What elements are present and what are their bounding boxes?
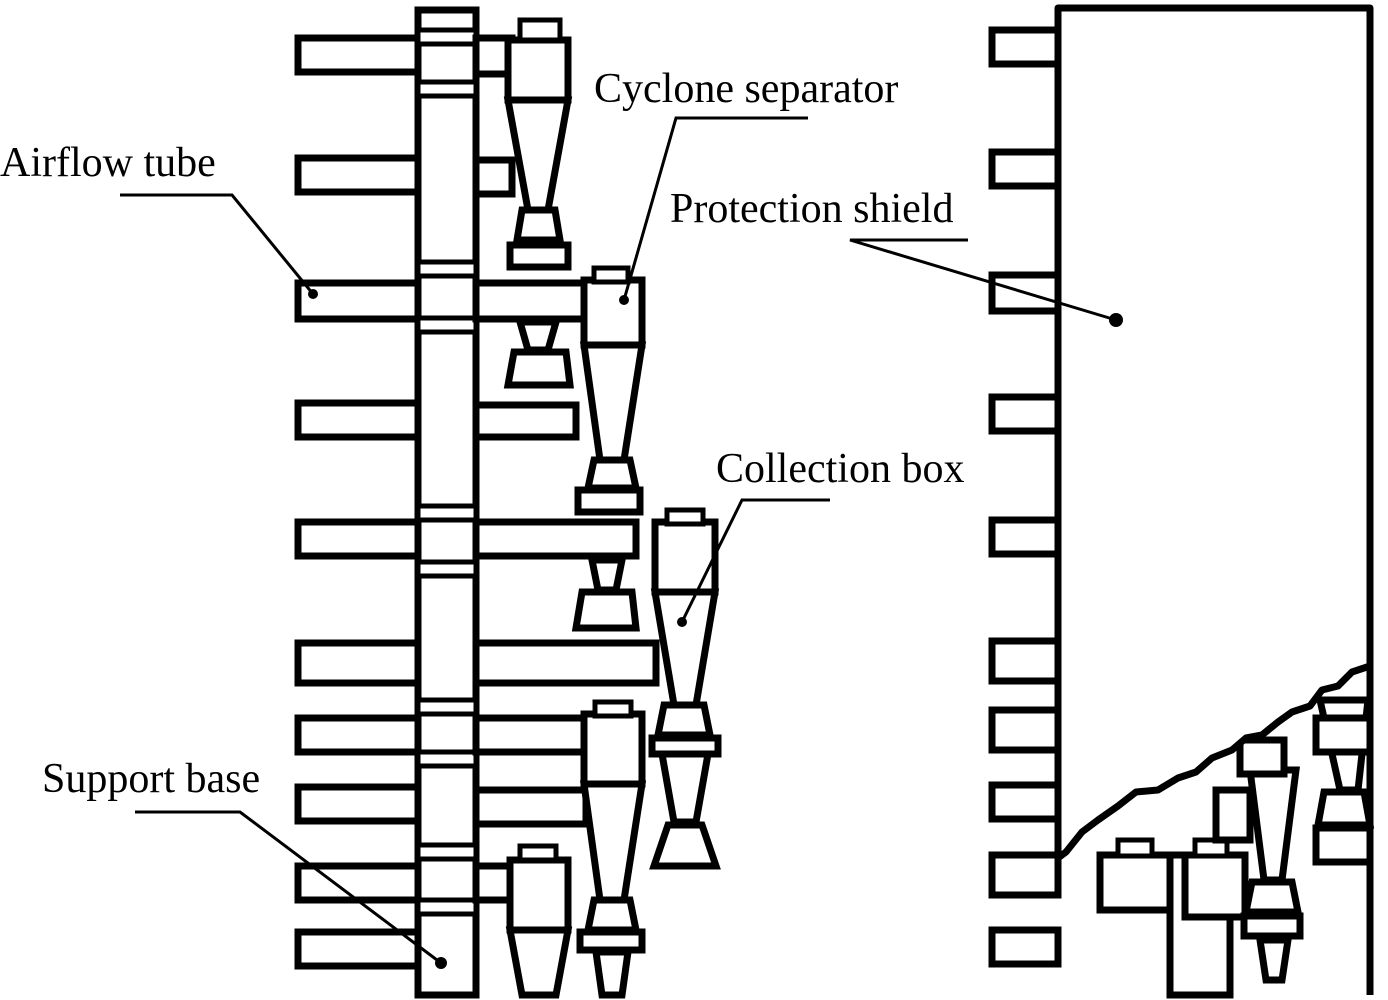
- cyclone-separator-3: [571, 507, 722, 758]
- label-collection-box: Collection box: [716, 446, 964, 492]
- airflow-tube-stubs-left: [294, 34, 422, 970]
- protection-shield: [1054, 4, 1374, 862]
- airflow-tube-stubs-right: [988, 26, 1062, 968]
- label-support-base: Support base: [42, 756, 260, 802]
- support-column: [414, 6, 480, 999]
- labels: Airflow tube Cyclone separator Protectio…: [0, 66, 964, 802]
- leader-lines: [120, 116, 1117, 965]
- cyclone-separator-5: [505, 843, 633, 999]
- cyclone-separator-1: [503, 17, 573, 271]
- right-assembly: [988, 4, 1375, 999]
- label-cyclone-separator: Cyclone separator: [594, 66, 898, 112]
- cyclone-separator-4: [576, 699, 721, 954]
- shield-cutaway-internals: [1096, 696, 1375, 999]
- label-protection-shield: Protection shield: [670, 186, 953, 232]
- label-airflow-tube: Airflow tube: [0, 140, 216, 186]
- left-assembly: [294, 6, 722, 999]
- horizontal-ducts: [472, 34, 660, 904]
- cyclone-separator-2: [503, 265, 647, 516]
